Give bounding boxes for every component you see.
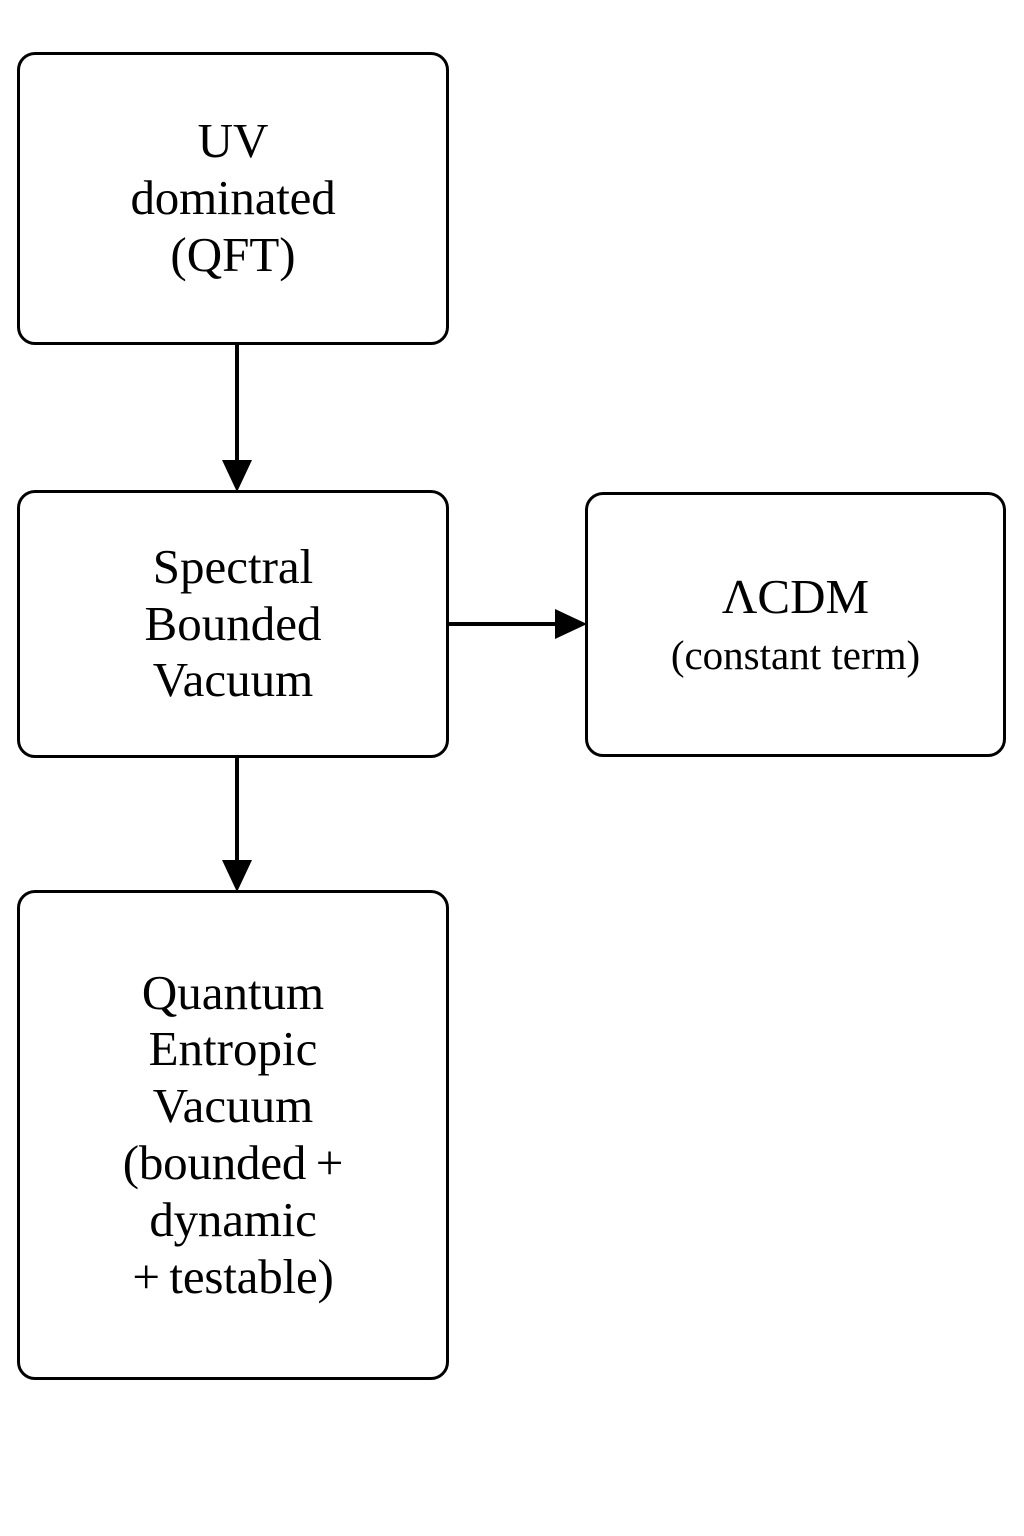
uv-dominated-line-1: UV (197, 113, 269, 169)
quantum-entropic-vacuum-line-4: (bounded + (122, 1135, 344, 1190)
uv-dominated-line-3: (QFT) (170, 226, 296, 282)
uv-dominated-node[interactable]: UV dominated (QFT) (17, 52, 449, 345)
quantum-entropic-vacuum-line-1: Quantum (141, 964, 325, 1020)
spectral-bounded-vacuum-node[interactable]: Spectral Bounded Vacuum (17, 490, 449, 758)
edge-spectral-to-quantum (222, 758, 252, 892)
lambda-cdm-node[interactable]: ΛCDM (constant term) (585, 492, 1006, 757)
spectral-bounded-vacuum-line-3: Vacuum (152, 652, 314, 708)
quantum-entropic-vacuum-line-3: Vacuum (152, 1078, 314, 1134)
spectral-bounded-vacuum-line-1: Spectral (152, 538, 314, 594)
quantum-entropic-vacuum-node[interactable]: Quantum Entropic Vacuum (bounded + dynam… (17, 890, 449, 1380)
spectral-bounded-vacuum-line-2: Bounded (144, 595, 322, 651)
quantum-entropic-vacuum-line-6: + testable) (132, 1248, 334, 1304)
quantum-entropic-vacuum-line-2: Entropic (148, 1021, 318, 1077)
quantum-entropic-vacuum-line-5: dynamic (149, 1191, 317, 1247)
edge-uv-to-spectral (222, 345, 252, 492)
uv-dominated-line-2: dominated (130, 170, 336, 226)
lambda-cdm-subtitle: (constant term) (670, 632, 921, 679)
edge-spectral-to-lcdm (449, 609, 587, 639)
lambda-cdm-label: ΛCDM (721, 569, 870, 625)
